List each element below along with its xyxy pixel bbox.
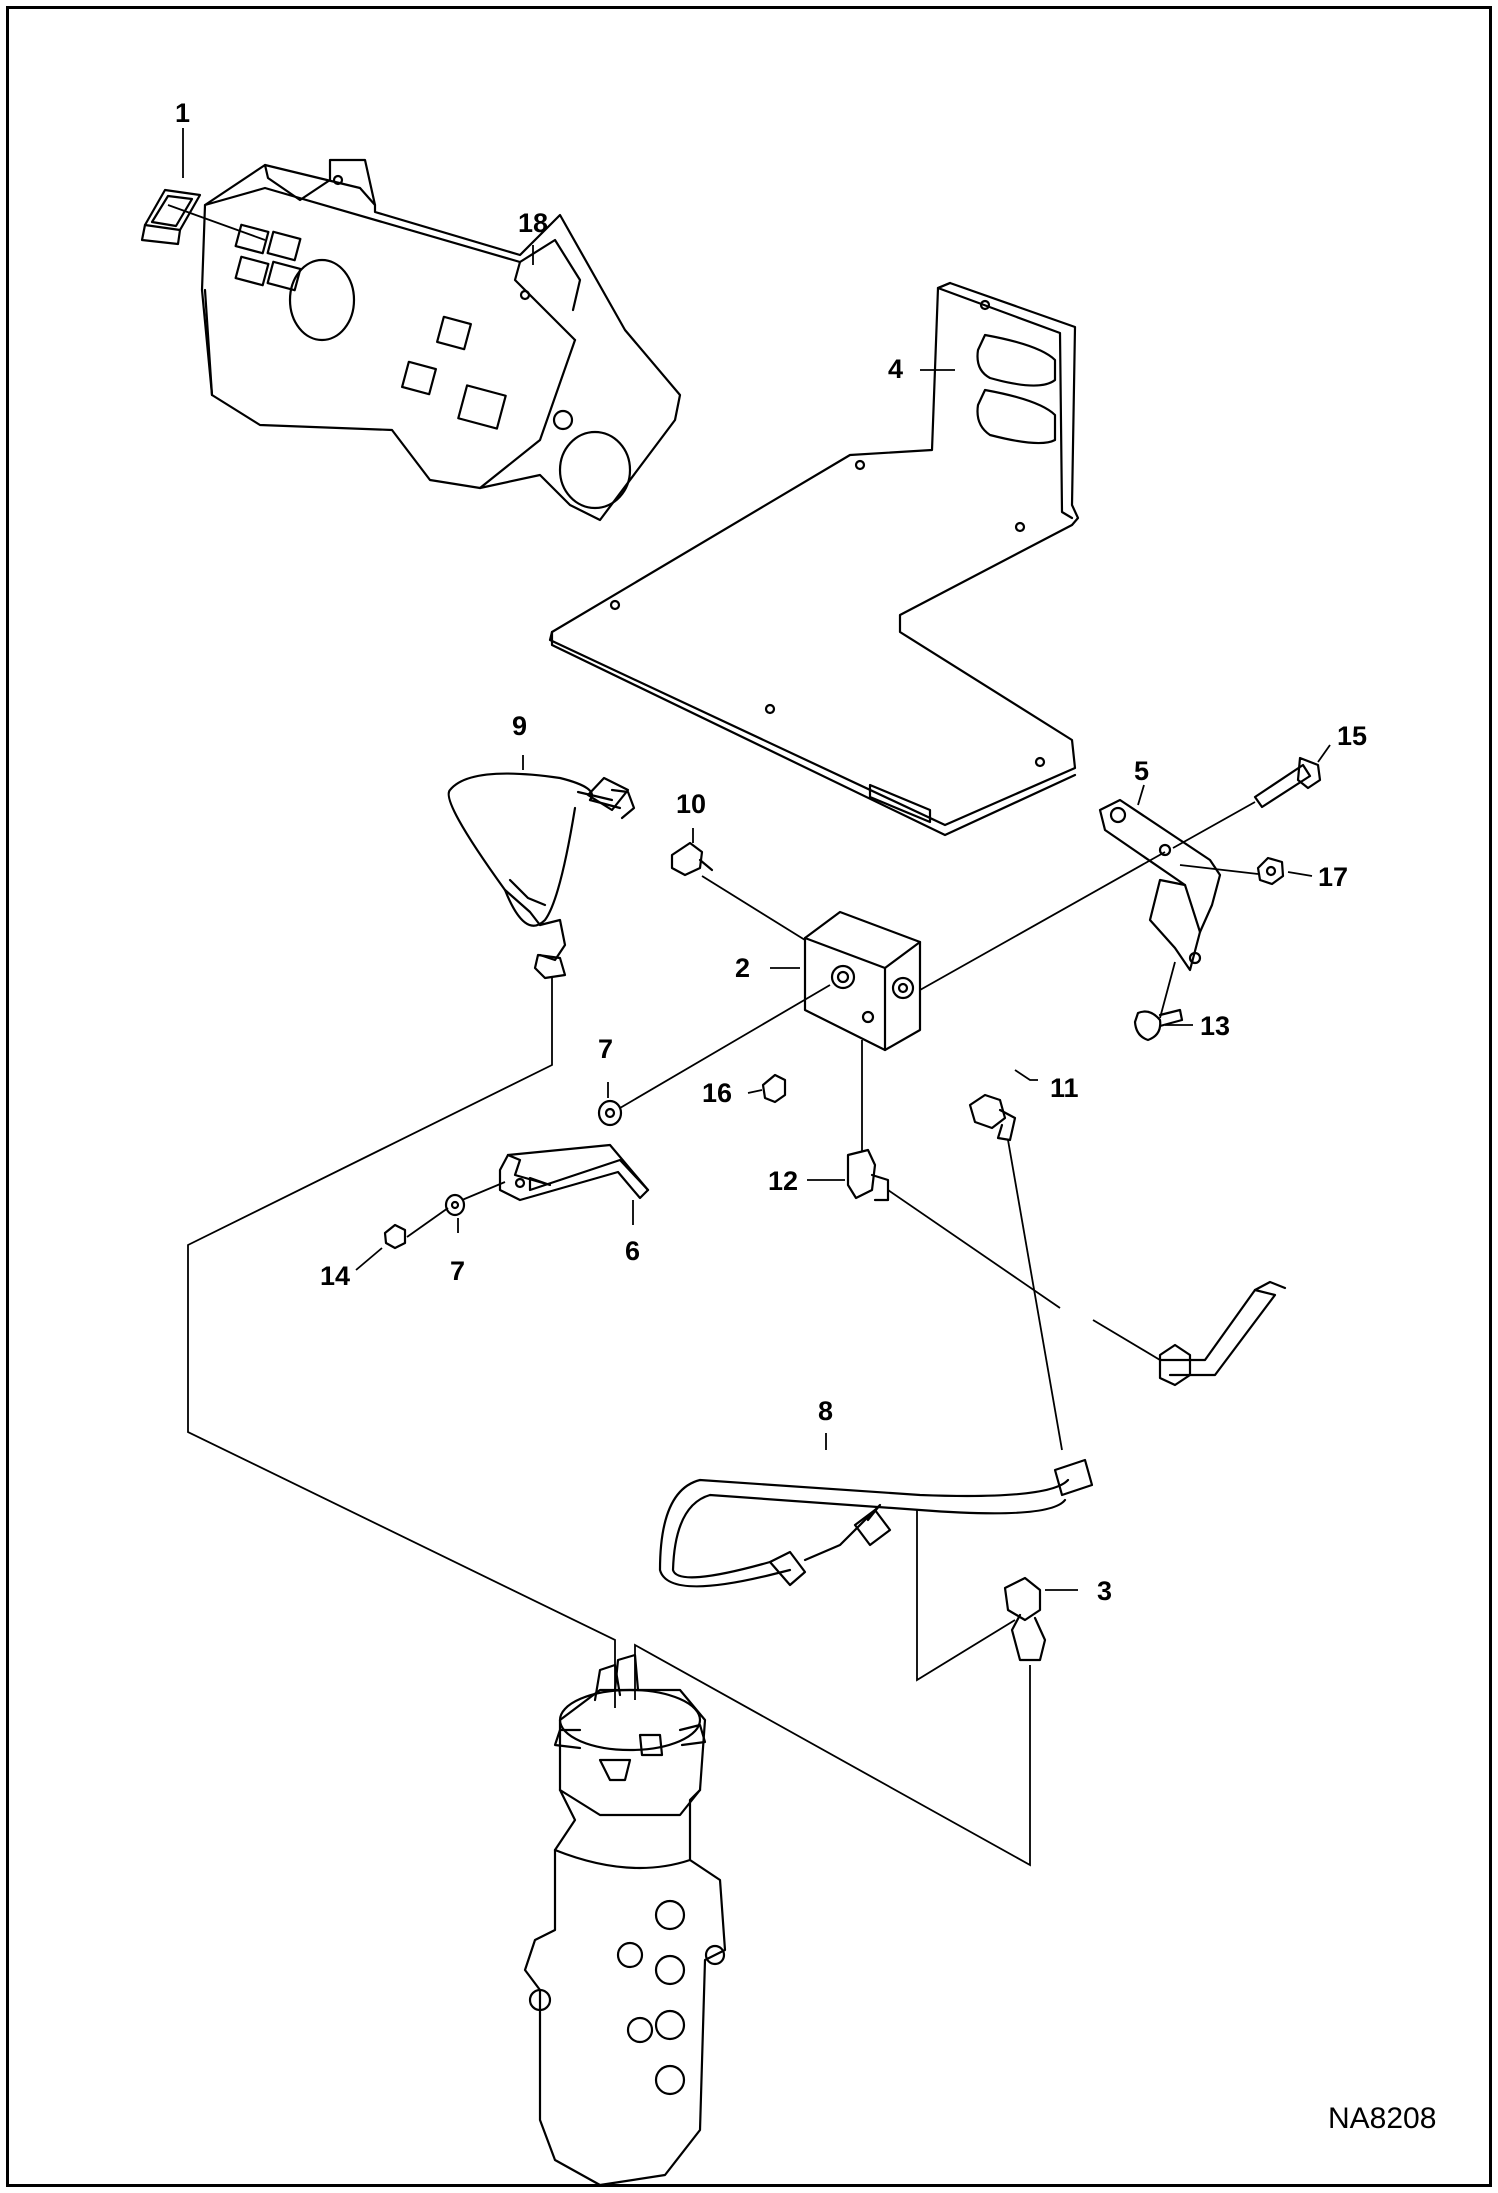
bracket-part <box>1098 798 1222 972</box>
console-panel-part <box>200 158 682 522</box>
hose-9-part <box>447 772 636 980</box>
callout-4: 4 <box>888 354 903 384</box>
diagram-frame <box>6 6 1492 2187</box>
washer-7-lower-part <box>444 1193 466 1217</box>
callout-16: 16 <box>702 1078 732 1108</box>
callout-7b: 7 <box>450 1256 465 1286</box>
callout-6: 6 <box>625 1236 640 1266</box>
washer-7-upper-part <box>597 1099 623 1127</box>
elbow-fitting-3-part <box>1003 1576 1047 1662</box>
bolt-part <box>1253 756 1322 809</box>
callout-9: 9 <box>512 711 527 741</box>
valve-block-part <box>803 910 922 1052</box>
callout-5: 5 <box>1134 756 1149 786</box>
callout-12: 12 <box>768 1166 798 1196</box>
callout-3: 3 <box>1097 1576 1112 1606</box>
plug-16-part <box>761 1073 787 1104</box>
switch-part <box>140 188 202 246</box>
tube-part <box>1158 1280 1287 1387</box>
callout-17: 17 <box>1318 862 1348 892</box>
callout-13: 13 <box>1200 1011 1230 1041</box>
elbow-fitting-11-part <box>968 1093 1017 1142</box>
hose-8-part <box>658 1458 1094 1588</box>
callouts: 1 18 4 5 15 17 13 9 10 2 11 16 7 12 7 14… <box>175 98 1367 1606</box>
callout-7a: 7 <box>598 1034 613 1064</box>
nut-part <box>1256 856 1285 886</box>
nut-14-part <box>383 1223 407 1250</box>
carriage-bolt-part <box>1133 1008 1184 1042</box>
figure-number: NA8208 <box>1328 2102 1436 2135</box>
routing-lines <box>167 204 1259 1867</box>
callout-11: 11 <box>1050 1073 1079 1103</box>
fitting-12-part <box>846 1148 890 1202</box>
callout-14: 14 <box>320 1261 350 1291</box>
callout-1: 1 <box>175 98 190 128</box>
callout-18: 18 <box>518 208 548 238</box>
callout-10: 10 <box>676 789 706 819</box>
callout-15: 15 <box>1337 721 1367 751</box>
callout-leaders <box>182 128 1331 1591</box>
callout-2: 2 <box>735 953 750 983</box>
floor-plate-part <box>548 281 1080 837</box>
handle-part <box>498 1143 650 1202</box>
callout-8: 8 <box>818 1396 833 1426</box>
fitting-10-part <box>670 841 714 877</box>
swivel-part <box>523 1653 727 2187</box>
